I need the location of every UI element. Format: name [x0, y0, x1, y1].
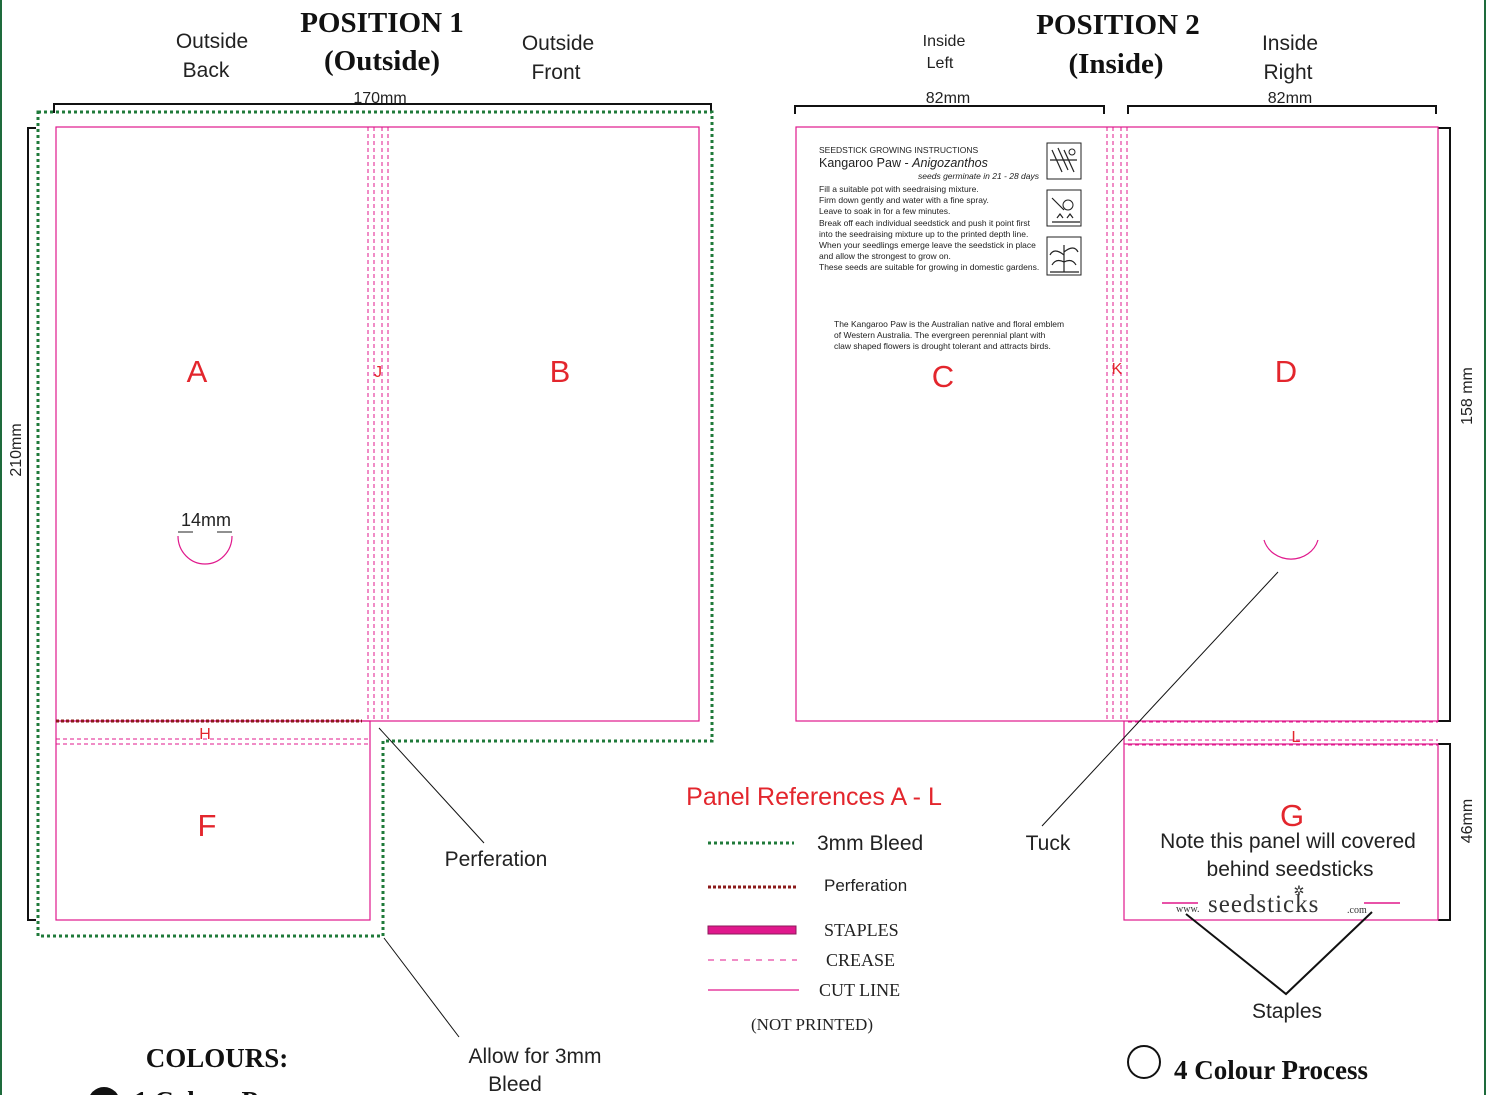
plant-common-name: Kangaroo Paw -: [819, 156, 912, 170]
legend-not-printed: (NOT PRINTED): [751, 1015, 873, 1034]
germination-time: seeds germinate in 21 - 28 days: [918, 171, 1040, 181]
panel-label-d: D: [1275, 354, 1297, 389]
seedsticks-logo: www. seedsticks .com ✲: [1162, 883, 1400, 918]
instructions-heading: SEEDSTICK GROWING INSTRUCTIONS: [819, 145, 978, 155]
bleed-note-1: Allow for 3mm: [468, 1045, 601, 1068]
width-82-left-bracket: [794, 105, 1105, 114]
thumb-hole-cut: [177, 535, 233, 565]
legend-staples-swatch: [707, 925, 797, 935]
panel-g-note-1: Note this panel will covered: [1160, 830, 1416, 853]
height-158-bracket: [1438, 127, 1451, 722]
one-colour-label: 1 Colour Process: [134, 1086, 328, 1095]
legend-crease-label: CREASE: [826, 950, 895, 970]
perforation-annotation: Perferation: [445, 848, 548, 871]
panel-label-j: J: [374, 364, 382, 381]
plant-description-line: of Western Australia. The evergreen pere…: [834, 330, 1046, 340]
instruction-step: Firm down gently and water with a fine s…: [819, 195, 989, 205]
height-210-bracket: [27, 127, 36, 921]
seed-packet-icon: [1046, 142, 1082, 180]
logo-www: www.: [1176, 904, 1200, 915]
bleed-note-2: Bleed: [488, 1073, 542, 1095]
width-82-right-label: 82mm: [1268, 90, 1312, 107]
bleed-leader: [383, 937, 460, 1038]
one-colour-radio[interactable]: [88, 1087, 120, 1100]
panel-label-h: H: [199, 726, 211, 743]
outside-front-label-1: Outside: [522, 32, 594, 55]
panel-label-b: B: [550, 354, 571, 389]
panel-label-g: G: [1280, 798, 1304, 833]
inside-right-label-1: Inside: [1262, 32, 1318, 55]
instruction-step: Fill a suitable pot with seedraising mix…: [819, 184, 979, 194]
inside-right-label-2: Right: [1263, 61, 1312, 84]
width-82-left-label: 82mm: [926, 90, 970, 107]
position1-subtitle: (Outside): [324, 45, 440, 77]
legend-bleed-label: 3mm Bleed: [817, 832, 923, 855]
position2-title: POSITION 2: [1036, 9, 1200, 41]
plant-name: Kangaroo Paw - Anigozanthos: [819, 156, 988, 170]
inside-left-label-1: Inside: [923, 33, 966, 50]
position2-subtitle: (Inside): [1068, 48, 1163, 80]
outside-front-label-2: Front: [531, 61, 580, 84]
tuck-slot-cut: [1263, 539, 1319, 560]
height-46-bracket: [1438, 743, 1451, 921]
growing-instructions: SEEDSTICK GROWING INSTRUCTIONS Kangaroo …: [819, 142, 1082, 351]
tuck-leader: [1041, 571, 1279, 827]
watering-icon: [1046, 189, 1082, 227]
staples-leader: [1185, 911, 1373, 996]
logo-seed-icon: ✲: [1294, 883, 1305, 898]
instruction-step: These seeds are suitable for growing in …: [819, 262, 1039, 272]
panel-label-c: C: [932, 359, 954, 394]
instruction-step: Break off each individual seedstick and …: [819, 218, 1031, 228]
four-colour-radio[interactable]: [1127, 1045, 1161, 1079]
instruction-step: When your seedlings emerge leave the see…: [819, 240, 1036, 250]
instruction-step: Leave to soak in for a few minutes.: [819, 206, 950, 216]
inside-left-label-2: Left: [927, 55, 954, 72]
position1-title: POSITION 1: [300, 7, 464, 39]
panel-label-l: L: [1292, 729, 1301, 746]
seedling-icon: [1046, 236, 1082, 276]
panel-label-a: A: [187, 354, 208, 389]
legend-title: Panel References A - L: [686, 783, 942, 811]
legend-cut-label: CUT LINE: [819, 980, 900, 1000]
instruction-step: and allow the strongest to grow on.: [819, 251, 951, 261]
width-170-bracket: [53, 103, 712, 113]
four-colour-label: 4 Colour Process: [1174, 1055, 1368, 1085]
height-210-label: 210mm: [8, 423, 25, 476]
logo-brand: seedsticks: [1208, 891, 1319, 918]
panel-label-f: F: [198, 808, 217, 843]
instruction-step: into the seedraising mixture up to the p…: [819, 229, 1028, 239]
width-82-right-bracket: [1127, 105, 1437, 114]
tuck-annotation: Tuck: [1026, 832, 1071, 855]
panel-label-k: K: [1112, 361, 1123, 378]
colours-title: COLOURS:: [146, 1043, 289, 1073]
plant-latin-name: Anigozanthos: [911, 156, 988, 170]
logo-tld: .com: [1347, 905, 1367, 916]
plant-description-line: The Kangaroo Paw is the Australian nativ…: [834, 319, 1064, 329]
panel-g-note-2: behind seedsticks: [1207, 858, 1374, 881]
cut-line-cd: [795, 126, 1439, 722]
height-158-label: 158 mm: [1459, 367, 1476, 425]
perforation-leader: [378, 727, 485, 844]
width-170-label: 170mm: [353, 90, 406, 107]
height-46-label: 46mm: [1459, 799, 1476, 843]
bleed-outline-position1: [36, 110, 714, 938]
outside-back-label-2: Back: [183, 59, 230, 82]
legend-perforation-label: Perferation: [824, 876, 907, 895]
cut-line-ab: [55, 126, 700, 722]
legend-staples-label: STAPLES: [824, 920, 899, 940]
hole-dim-label: 14mm: [181, 510, 231, 530]
outside-back-label-1: Outside: [176, 30, 248, 53]
staples-annotation: Staples: [1252, 1000, 1322, 1023]
cut-line-g: [1123, 743, 1439, 921]
plant-description-line: claw shaped flowers is drought tolerant …: [834, 341, 1051, 351]
